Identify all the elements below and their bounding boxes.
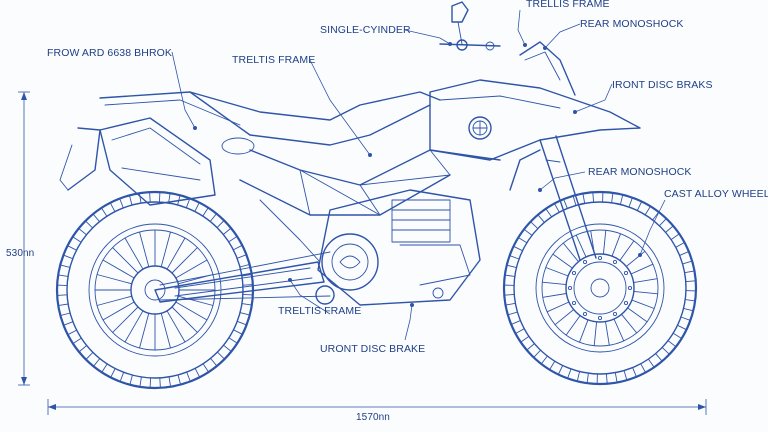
chain <box>159 251 331 301</box>
exhaust <box>59 117 216 206</box>
height-dimension-label: 530nn <box>6 248 34 259</box>
label-rear-monoshock-top: REAR MONOSHOCK <box>580 18 684 30</box>
label-front-disc-brakes: IRONT DISC BRAKS <box>612 79 713 91</box>
length-dimension-label: 1570nn <box>356 412 390 423</box>
height-dimension <box>18 91 30 386</box>
label-trellis-frame-lower: TRELTIS FRAME <box>278 305 361 317</box>
front-fork <box>509 135 597 261</box>
label-rear-monoshock-mid: REAR MONOSHOCK <box>588 166 692 178</box>
label-front-disc-brake-bottom: URONT DISC BRAKE <box>320 343 425 355</box>
front-wheel <box>502 190 698 386</box>
leader-lines <box>171 9 666 341</box>
label-single-cylinder: SINGLE-CYINDER <box>320 24 411 36</box>
label-trellis-frame-top: TRELLIS FRAME <box>526 0 610 10</box>
seat <box>99 91 441 155</box>
label-cast-alloy-wheels: CAST ALLOY WHEELS <box>664 188 768 200</box>
engine <box>315 189 481 306</box>
label-front-brake: FROW ARD 6638 BHROK <box>47 47 172 59</box>
label-trellis-frame-upper: TRELTIS FRAME <box>232 54 315 66</box>
tank-and-fairing <box>429 41 641 161</box>
trellis-frame <box>239 149 501 263</box>
length-dimension <box>47 399 707 415</box>
